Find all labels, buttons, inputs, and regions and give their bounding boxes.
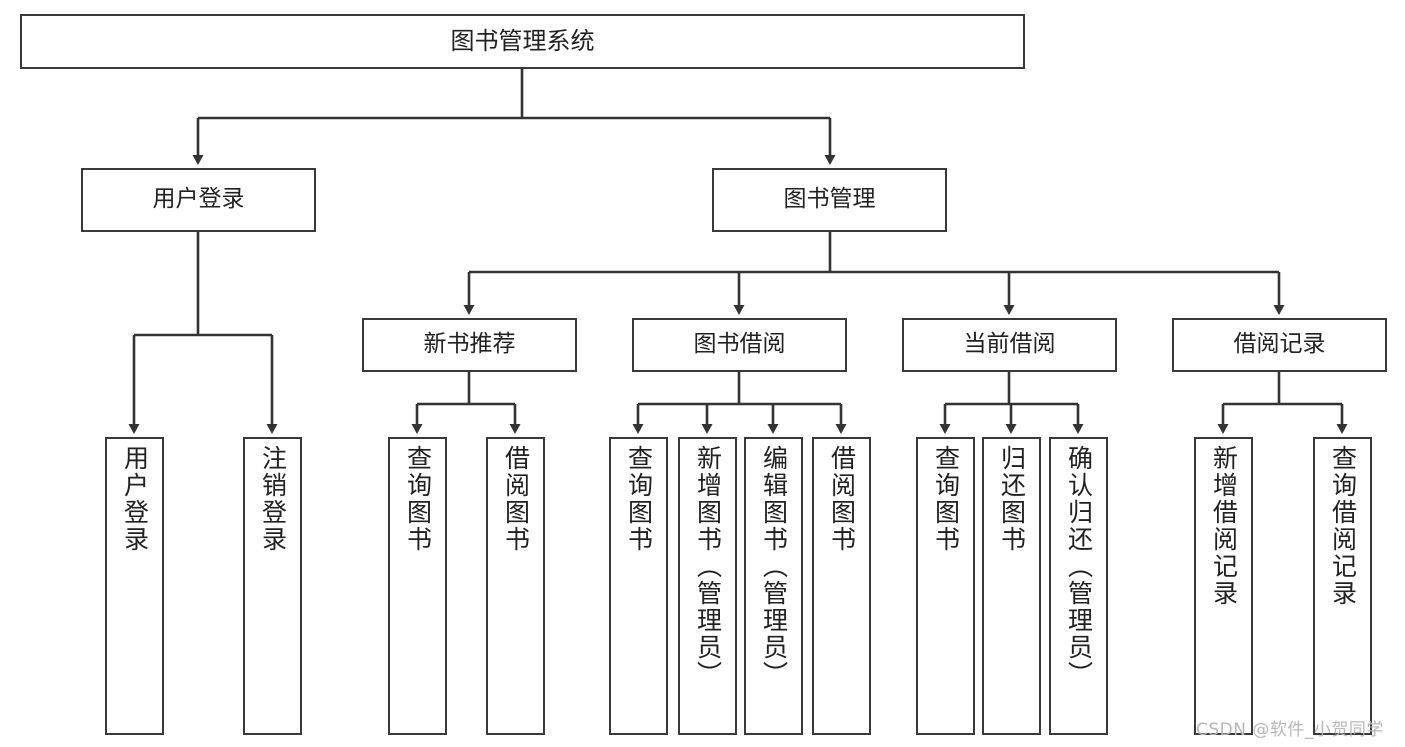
node-leaf-borrow-book-rec-label: 借阅图书 [501,445,531,553]
node-user-login-label: 用户登录 [152,186,245,213]
node-leaf-add-record[interactable]: 新增借阅记录 [1194,437,1253,735]
node-book-borrow[interactable]: 图书借阅 [632,318,847,372]
node-leaf-user-login-label: 用户登录 [120,445,150,553]
node-book-manage[interactable]: 图书管理 [712,168,947,232]
node-leaf-query-book-borrow-label: 查询图书 [624,445,654,553]
node-leaf-query-book-current[interactable]: 查询图书 [916,437,975,735]
node-leaf-query-record[interactable]: 查询借阅记录 [1313,437,1372,735]
node-book-borrow-label: 图书借阅 [693,331,786,358]
node-root-system-label: 图书管理系统 [450,27,595,56]
node-leaf-query-book-rec-label: 查询图书 [403,445,433,553]
node-root-system[interactable]: 图书管理系统 [20,14,1025,69]
node-leaf-return-book[interactable]: 归还图书 [982,437,1041,735]
node-current-borrow-label: 当前借阅 [963,331,1056,358]
node-leaf-user-login[interactable]: 用户登录 [105,437,164,735]
node-book-manage-label: 图书管理 [783,186,876,213]
node-leaf-borrow-book-label: 借阅图书 [827,445,857,553]
csdn-watermark: CSDN @软件_小贺同学 [1196,720,1384,740]
node-new-book-rec-label: 新书推荐 [423,331,516,358]
node-user-login[interactable]: 用户登录 [81,168,316,232]
node-leaf-confirm-return[interactable]: 确认归还（管理员） [1049,437,1108,735]
node-leaf-logout-label: 注销登录 [258,445,288,553]
node-leaf-return-book-label: 归还图书 [997,445,1027,553]
node-new-book-rec[interactable]: 新书推荐 [362,318,577,372]
node-leaf-logout[interactable]: 注销登录 [243,437,302,735]
node-leaf-query-book-current-label: 查询图书 [931,445,961,553]
node-borrow-record[interactable]: 借阅记录 [1172,318,1387,372]
node-leaf-add-record-label: 新增借阅记录 [1209,445,1239,607]
node-leaf-edit-book[interactable]: 编辑图书（管理员） [744,437,803,735]
node-leaf-confirm-return-label: 确认归还（管理员） [1064,445,1094,688]
node-leaf-borrow-book[interactable]: 借阅图书 [812,437,871,735]
node-leaf-query-book-rec[interactable]: 查询图书 [388,437,447,735]
node-borrow-record-label: 借阅记录 [1233,331,1326,358]
node-current-borrow[interactable]: 当前借阅 [902,318,1117,372]
node-leaf-add-book-label: 新增图书（管理员） [693,445,723,688]
node-leaf-query-book-borrow[interactable]: 查询图书 [609,437,668,735]
node-leaf-edit-book-label: 编辑图书（管理员） [759,445,789,688]
node-leaf-add-book[interactable]: 新增图书（管理员） [678,437,737,735]
node-leaf-query-record-label: 查询借阅记录 [1328,445,1358,607]
node-leaf-borrow-book-rec[interactable]: 借阅图书 [486,437,545,735]
